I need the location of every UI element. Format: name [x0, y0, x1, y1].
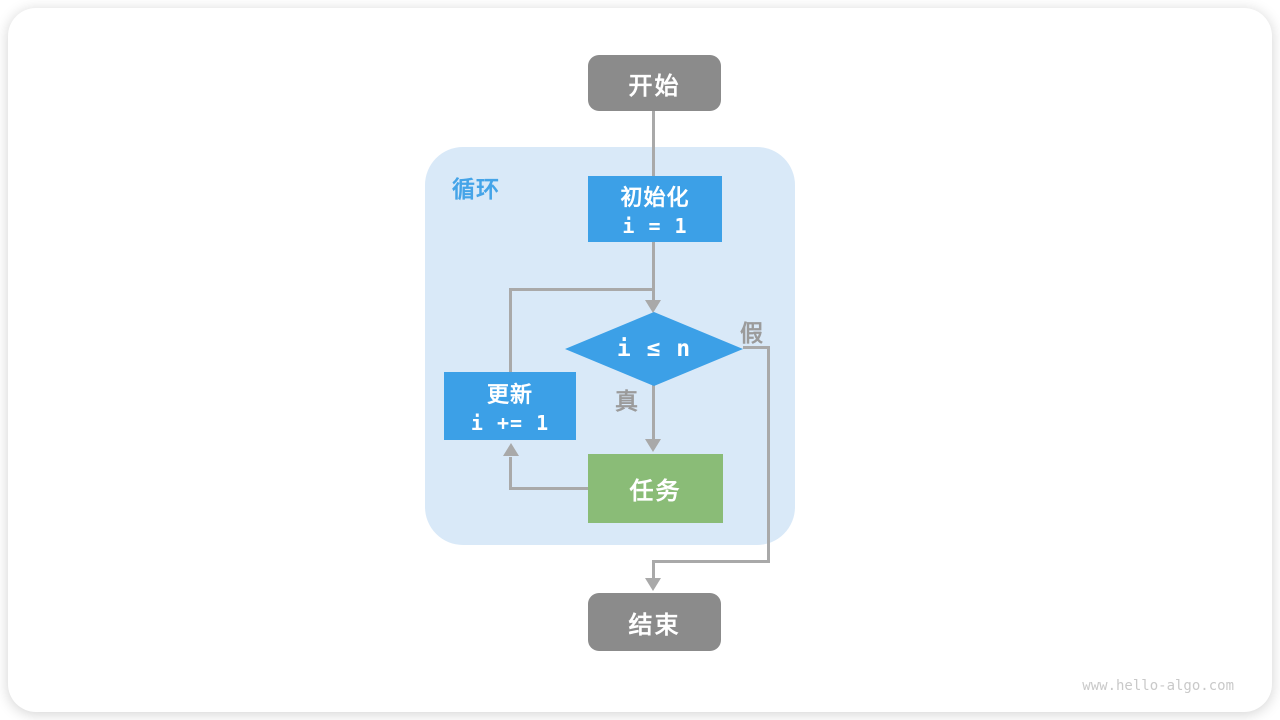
- edge-false-horizontal-1: [743, 346, 770, 349]
- arrowhead-into-task: [645, 439, 661, 452]
- true-branch-label: 真: [615, 389, 638, 415]
- task-node: 任务: [588, 454, 723, 523]
- update-node-code: i += 1: [470, 411, 550, 435]
- init-node-code: i = 1: [622, 214, 688, 238]
- arrowhead-into-update: [503, 443, 519, 456]
- edge-task-update-vertical: [509, 457, 512, 490]
- arrowhead-into-condition: [645, 300, 661, 313]
- update-node: 更新 i += 1: [444, 372, 576, 440]
- arrowhead-into-end: [645, 578, 661, 591]
- update-node-title: 更新: [486, 383, 533, 408]
- watermark: www.hello-algo.com: [1082, 678, 1234, 694]
- edge-task-update-horizontal: [509, 487, 588, 490]
- condition-node-code: i ≤ n: [616, 336, 692, 362]
- edge-false-horizontal-2: [652, 560, 770, 563]
- edge-false-vertical-1: [767, 346, 770, 563]
- edge-update-loopback-horizontal: [509, 288, 655, 291]
- task-node-label: 任务: [629, 477, 682, 505]
- false-branch-label: 假: [740, 321, 763, 347]
- edge-condition-task: [652, 384, 655, 442]
- loop-label: 循环: [452, 177, 500, 203]
- edge-init-condition: [652, 241, 655, 302]
- start-node: 开始: [588, 55, 721, 111]
- end-node-label: 结束: [628, 610, 681, 639]
- edge-update-loopback-vertical: [509, 288, 512, 372]
- end-node: 结束: [588, 593, 721, 651]
- diagram-card: 循环 真 假 开始 初始化 i = 1: [8, 8, 1272, 712]
- start-node-label: 开始: [628, 71, 681, 100]
- edge-start-init: [652, 111, 655, 179]
- init-node: 初始化 i = 1: [588, 176, 722, 242]
- edge-false-vertical-2: [652, 560, 655, 580]
- init-node-title: 初始化: [620, 186, 690, 211]
